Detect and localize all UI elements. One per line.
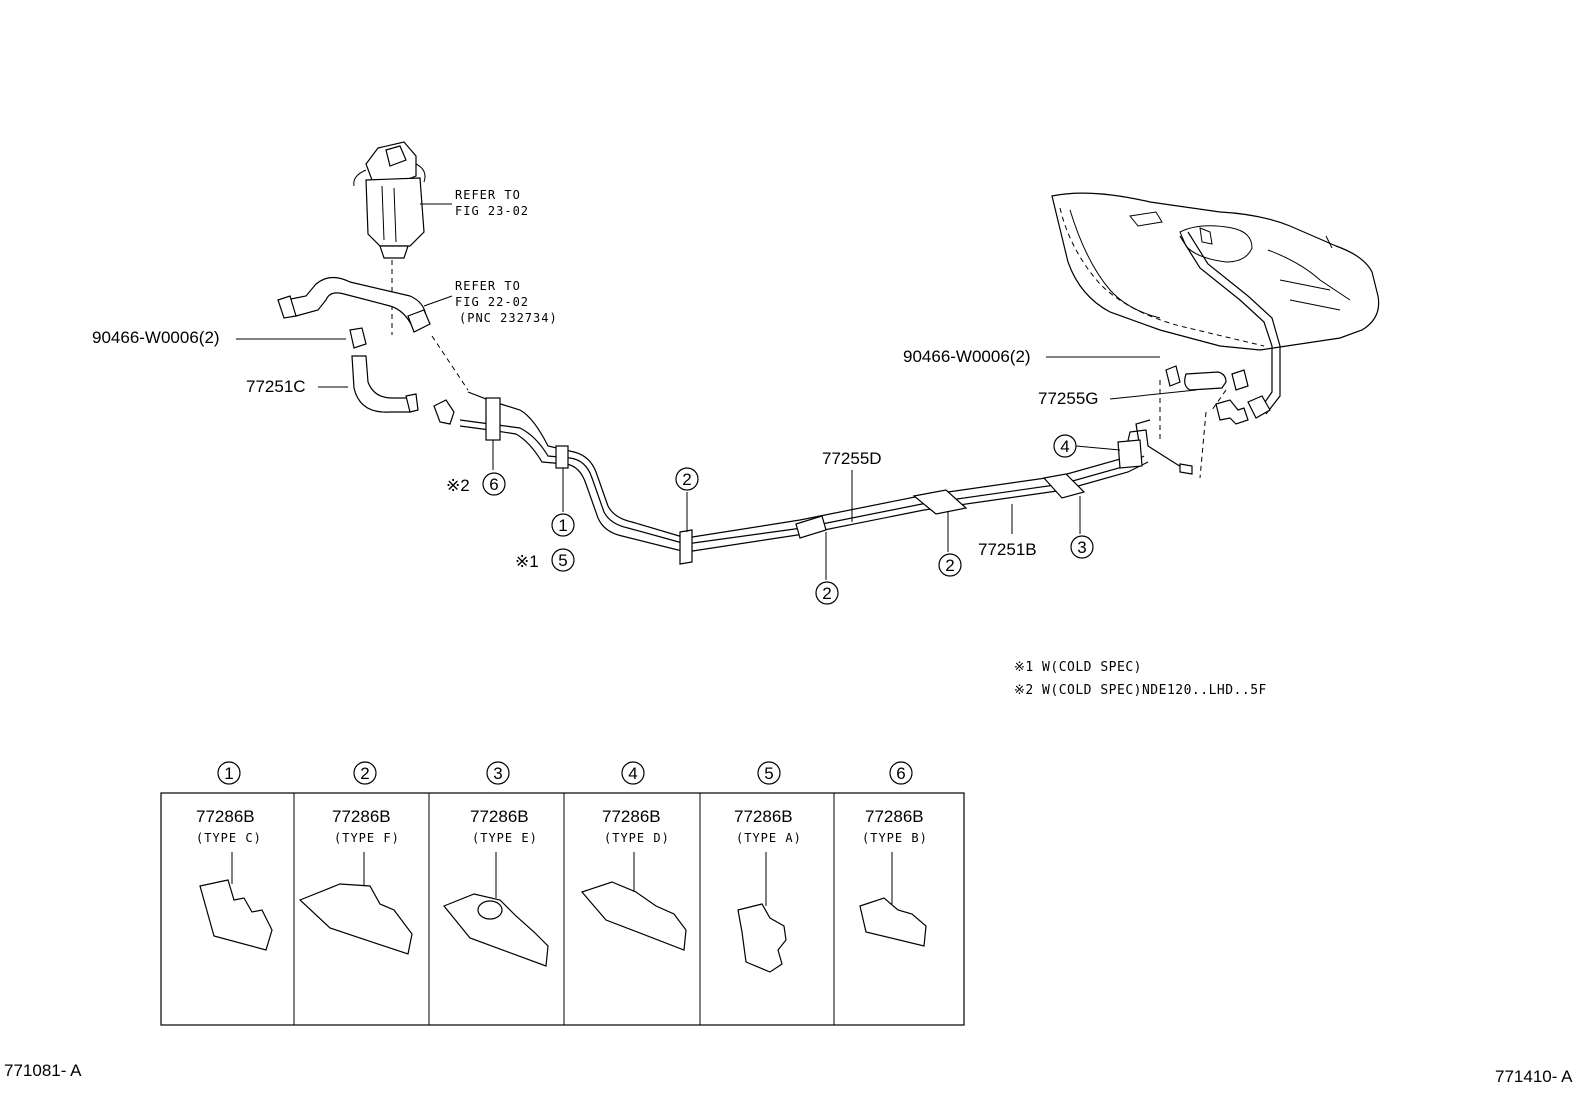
callout-5-main xyxy=(551,548,575,572)
callout-2a xyxy=(675,467,699,491)
callout-3 xyxy=(1070,535,1094,559)
legend-num-3: 3 xyxy=(493,764,502,783)
legend-type-2: (TYPE F) xyxy=(334,831,400,845)
clamp-6 xyxy=(485,397,501,441)
refer-fig-23-line2: FIG 23-02 xyxy=(455,204,529,218)
refer-fig-23-line1: REFER TO xyxy=(455,188,521,202)
fuel-tube-bundle xyxy=(459,391,1193,553)
callout-2b xyxy=(815,581,839,605)
hose-right-label: 77255G xyxy=(1038,389,1099,408)
callout-1-main-text: 1 xyxy=(558,516,567,535)
fuel-hose-illustration xyxy=(277,276,431,333)
callout-2a-text: 2 xyxy=(682,470,691,489)
legend-cell-3: 3 77286B (TYPE E) xyxy=(443,761,549,967)
hose-left-part xyxy=(351,355,411,413)
clamp-3 xyxy=(1042,473,1086,499)
legend-part-1: 77286B xyxy=(196,807,255,826)
note-cold-spec-2: ※2 W(COLD SPEC)NDE120..LHD..5F xyxy=(1014,683,1267,698)
clamp-legend-table xyxy=(160,792,965,1026)
legend-cell-5: 5 77286B (TYPE A) xyxy=(734,761,802,973)
legend-cell-1: 1 77286B (TYPE C) xyxy=(196,761,273,951)
callout-4 xyxy=(1053,434,1077,458)
legend-num-1: 1 xyxy=(224,764,233,783)
clip-right-part-a xyxy=(1165,365,1181,387)
clip-right-part-b xyxy=(1231,369,1249,391)
clamp-1 xyxy=(555,445,569,469)
callout-4-text: 4 xyxy=(1060,437,1069,456)
legend-num-6: 6 xyxy=(896,764,905,783)
clamp-4 xyxy=(1117,439,1143,469)
footer-id-left: 771081- A xyxy=(4,1061,82,1080)
clip-right-label: 90466-W0006(2) xyxy=(903,347,1031,366)
callout-2b-text: 2 xyxy=(822,584,831,603)
clamp-2c xyxy=(912,489,968,515)
fuel-tank-illustration xyxy=(1051,192,1380,419)
footer-id-right: 771410- A xyxy=(1495,1067,1573,1086)
legend-num-5: 5 xyxy=(764,764,773,783)
legend-type-3: (TYPE E) xyxy=(472,831,538,845)
legend-cell-6: 6 77286B (TYPE B) xyxy=(859,761,928,947)
legend-part-5: 77286B xyxy=(734,807,793,826)
legend-part-4: 77286B xyxy=(602,807,661,826)
legend-cell-4: 4 77286B (TYPE D) xyxy=(580,761,687,951)
tube-main-label: 77255D xyxy=(822,449,882,468)
legend-type-1: (TYPE C) xyxy=(196,831,262,845)
refer-fig-22-line2: FIG 22-02 xyxy=(455,295,529,309)
callout-2c-text: 2 xyxy=(945,556,954,575)
mark-1-label: ※1 xyxy=(515,552,539,571)
legend-part-3: 77286B xyxy=(470,807,529,826)
legend-part-2: 77286B xyxy=(332,807,391,826)
clip-left-label: 90466-W0006(2) xyxy=(92,328,220,347)
clip-left-part xyxy=(349,327,367,349)
fuel-filter-illustration xyxy=(353,141,426,259)
callout-2c xyxy=(938,553,962,577)
legend-type-5: (TYPE A) xyxy=(736,831,802,845)
callout-3-text: 3 xyxy=(1077,538,1086,557)
legend-num-2: 2 xyxy=(360,764,369,783)
refer-fig-22-line3: (PNC 232734) xyxy=(459,311,558,325)
hose-left-label: 77251C xyxy=(246,377,306,396)
mark-2-label: ※2 xyxy=(446,476,470,495)
tube-return-label: 77251B xyxy=(978,540,1037,559)
callout-6-main xyxy=(482,472,506,496)
clamp-2b xyxy=(795,515,827,539)
note-cold-spec-1: ※1 W(COLD SPEC) xyxy=(1014,660,1142,675)
clamp-2a xyxy=(679,529,693,565)
legend-part-6: 77286B xyxy=(865,807,924,826)
grommet-left xyxy=(433,399,455,425)
legend-type-4: (TYPE D) xyxy=(604,831,670,845)
hose-right-part xyxy=(1184,371,1227,391)
fuel-connector-right xyxy=(1215,399,1249,425)
legend-num-4: 4 xyxy=(628,764,637,783)
callout-5-main-text: 5 xyxy=(558,551,567,570)
legend-type-6: (TYPE B) xyxy=(862,831,928,845)
callout-1-main xyxy=(551,513,575,537)
refer-fig-22-line1: REFER TO xyxy=(455,279,521,293)
legend-cell-2: 2 77286B (TYPE F) xyxy=(298,761,413,955)
callout-6-main-text: 6 xyxy=(489,475,498,494)
